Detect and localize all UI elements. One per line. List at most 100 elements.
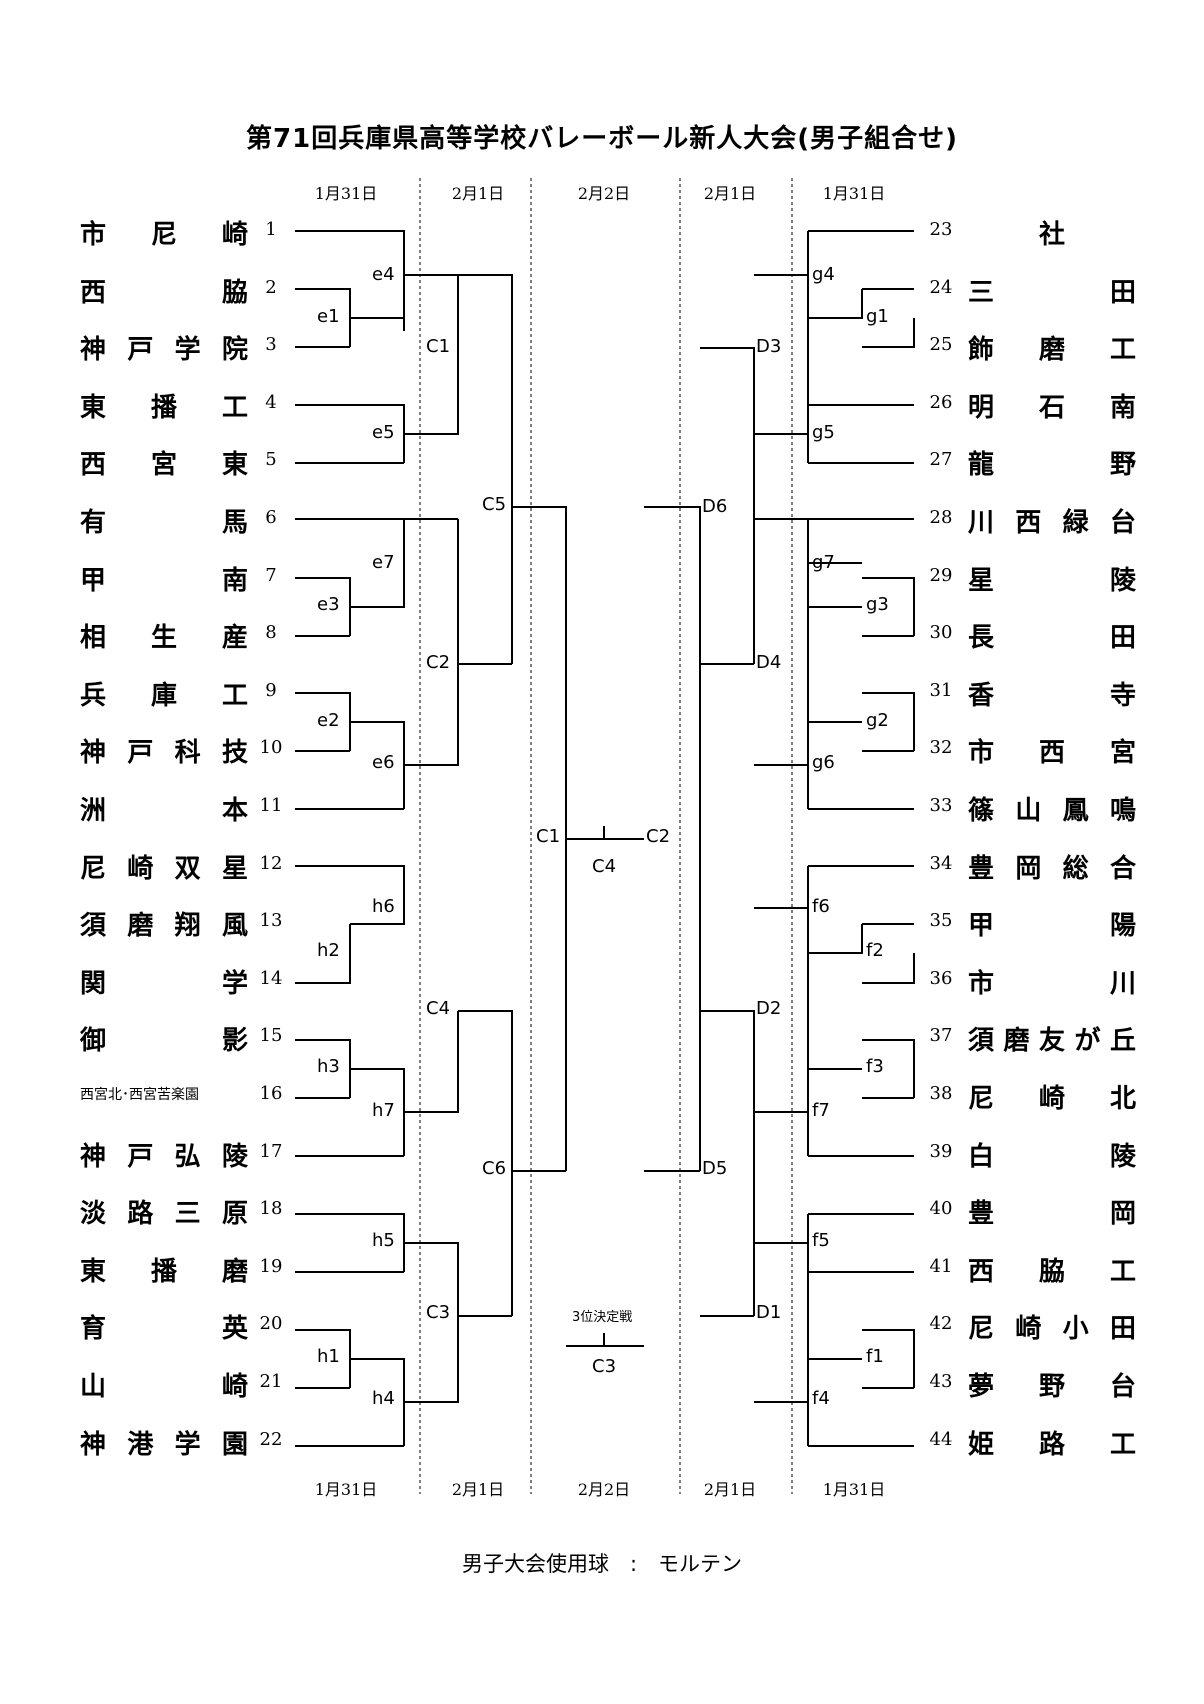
- team-name: 西宮北･西宮苦楽園: [80, 1087, 199, 1103]
- ball-note: 男子大会使用球 : モルテン: [461, 1552, 743, 1576]
- team-name: 西脇: [80, 277, 248, 308]
- team-number: 32: [929, 737, 953, 759]
- team-number: 40: [929, 1198, 953, 1220]
- date-footer: 1月31日: [314, 1480, 378, 1499]
- match-label-h3: h3: [317, 1056, 340, 1077]
- match-label-c1: C1: [426, 336, 451, 357]
- team-name: 三田: [968, 277, 1136, 308]
- third-place-caption: 3位決定戦: [572, 1310, 633, 1325]
- team-name: 星陵: [968, 565, 1136, 596]
- team-number: 7: [265, 564, 277, 586]
- team-number: 24: [929, 276, 953, 298]
- team-number: 2: [265, 276, 277, 298]
- team-number: 12: [259, 852, 283, 874]
- date-footer: 2月1日: [451, 1480, 505, 1499]
- match-label-h4: h4: [372, 1388, 395, 1409]
- team-number: 37: [929, 1025, 953, 1047]
- match-label-f6: f6: [812, 896, 830, 917]
- match-label-c2: C2: [426, 652, 451, 673]
- match-label-e1: e1: [317, 306, 340, 327]
- team-name: 神戸科技: [80, 738, 248, 769]
- team-name: 市西宮: [968, 738, 1136, 769]
- match-label-f2: f2: [866, 940, 884, 961]
- match-label-h2: h2: [317, 940, 340, 961]
- match-label-g4: g4: [812, 264, 835, 285]
- match-label-final-c1: C1: [536, 826, 561, 847]
- team-name: 香寺: [968, 680, 1136, 711]
- match-label-d4: D4: [756, 652, 782, 673]
- team-name: 御影: [80, 1026, 248, 1057]
- team-number: 44: [929, 1428, 953, 1450]
- team-number: 14: [259, 967, 283, 989]
- team-number: 11: [259, 795, 283, 816]
- team-number: 6: [265, 507, 277, 528]
- team-number: 3: [265, 334, 277, 356]
- team-name: 兵庫工: [80, 680, 248, 711]
- team-number: 36: [929, 967, 953, 989]
- team-name: 須磨翔風: [80, 911, 248, 942]
- match-label-h5: h5: [372, 1230, 395, 1251]
- team-number: 43: [929, 1371, 953, 1392]
- match-label-d3: D3: [756, 336, 782, 357]
- match-label-c3: C3: [426, 1302, 451, 1323]
- team-number: 27: [929, 449, 953, 471]
- date-header: 2月1日: [703, 184, 757, 203]
- match-label-f4: f4: [812, 1388, 830, 1409]
- team-name: 夢野台: [968, 1372, 1136, 1402]
- page-title: 第71回兵庫県高等学校バレーボール新人大会(男子組合せ): [246, 124, 958, 154]
- match-label-g7: g7: [812, 552, 835, 573]
- team-name: 須磨友が丘: [968, 1026, 1136, 1057]
- match-label-final-c2: C2: [646, 826, 671, 847]
- right-round1-lines: [754, 230, 915, 1447]
- team-number: 13: [259, 910, 283, 932]
- team-name: 豊岡総合: [968, 853, 1136, 884]
- team-number: 28: [929, 507, 953, 528]
- match-label-e7: e7: [372, 552, 395, 573]
- team-number: 25: [929, 334, 953, 356]
- match-label-f3: f3: [866, 1056, 884, 1077]
- team-name: 甲南: [80, 565, 248, 596]
- team-name: 洲本: [80, 796, 248, 826]
- date-footer: 1月31日: [822, 1480, 886, 1499]
- team-number: 23: [929, 219, 953, 240]
- date-header: 2月2日: [577, 184, 631, 203]
- match-label-e3: e3: [317, 594, 340, 615]
- team-number: 18: [259, 1198, 283, 1220]
- left-c-lines: [458, 274, 567, 1317]
- team-name: 豊岡: [968, 1199, 1136, 1230]
- final-lines: [566, 826, 644, 1347]
- team-number: 35: [929, 910, 953, 932]
- team-name: 市川: [968, 968, 1136, 999]
- match-label-g6: g6: [812, 752, 835, 773]
- team-name: 明石南: [968, 392, 1136, 423]
- team-name: 相生産: [80, 623, 248, 654]
- team-name: 尼崎小田: [968, 1314, 1136, 1345]
- team-number: 8: [265, 622, 277, 644]
- match-label-e5: e5: [372, 422, 395, 443]
- team-number: 26: [929, 391, 953, 413]
- team-name: 川西緑台: [968, 508, 1136, 538]
- team-name: 神戸学院: [80, 335, 248, 366]
- team-name: 尼崎北: [968, 1084, 1136, 1114]
- team-name: 尼崎双星: [80, 853, 248, 884]
- team-name: 山崎: [80, 1372, 248, 1402]
- match-label-h6: h6: [372, 896, 395, 917]
- team-number: 42: [929, 1313, 953, 1335]
- date-footer: 2月2日: [577, 1480, 631, 1499]
- match-label-e4: e4: [372, 264, 395, 285]
- match-label-d5: D5: [702, 1158, 728, 1179]
- team-number: 41: [929, 1255, 953, 1277]
- match-label-c5: C5: [482, 494, 507, 515]
- team-number: 39: [929, 1140, 953, 1162]
- team-name: 西宮東: [80, 450, 248, 481]
- team-name: 長田: [968, 623, 1136, 654]
- team-name: 篠山鳳鳴: [968, 796, 1136, 826]
- right-d-lines: [644, 347, 755, 1317]
- left-round1-lines: [295, 230, 459, 1447]
- match-label-e6: e6: [372, 752, 395, 773]
- team-number: 22: [259, 1428, 283, 1450]
- match-label-g3: g3: [866, 594, 889, 615]
- team-number: 38: [929, 1083, 953, 1104]
- match-label-final-c4: C4: [592, 856, 617, 877]
- team-name: 東播磨: [80, 1256, 248, 1287]
